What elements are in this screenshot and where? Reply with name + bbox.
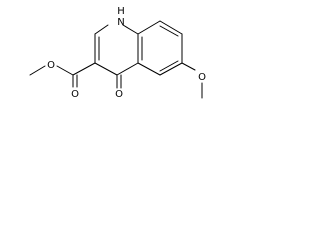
bond-oether-methyl (29, 65, 46, 76)
atom-o-oxo: O (115, 89, 123, 100)
bond-group (29, 20, 203, 99)
atom-o-methoxy: O (198, 72, 206, 83)
structure-canvas: H N O O O O (0, 0, 229, 123)
bond-c8-c7-inner (159, 25, 179, 37)
bond-c8-c7 (159, 20, 183, 35)
bond-c5-c4a (137, 62, 161, 76)
atom-h: H (117, 6, 125, 17)
bond-c3-c4 (94, 62, 118, 76)
bond-n1-c2 (94, 24, 109, 35)
atom-o-ester-carbonyl: O (71, 89, 79, 100)
bond-c6-c5-inner (159, 60, 179, 72)
atom-n: N (117, 17, 124, 28)
bond-c8a-c8 (137, 20, 161, 35)
bond-c6-c5 (159, 62, 183, 76)
bond-c4-c4a (116, 62, 139, 76)
bond-c8a-n1 (122, 24, 139, 35)
bond-c6-omethoxy (181, 62, 196, 71)
bond-c3-cester (72, 62, 96, 76)
atom-labels: H N O O O O (47, 6, 206, 100)
atom-o-ester-ether: O (47, 60, 55, 71)
molecule-diagram: H N O O O O (29, 6, 206, 100)
bond-cester-oether (56, 65, 74, 76)
